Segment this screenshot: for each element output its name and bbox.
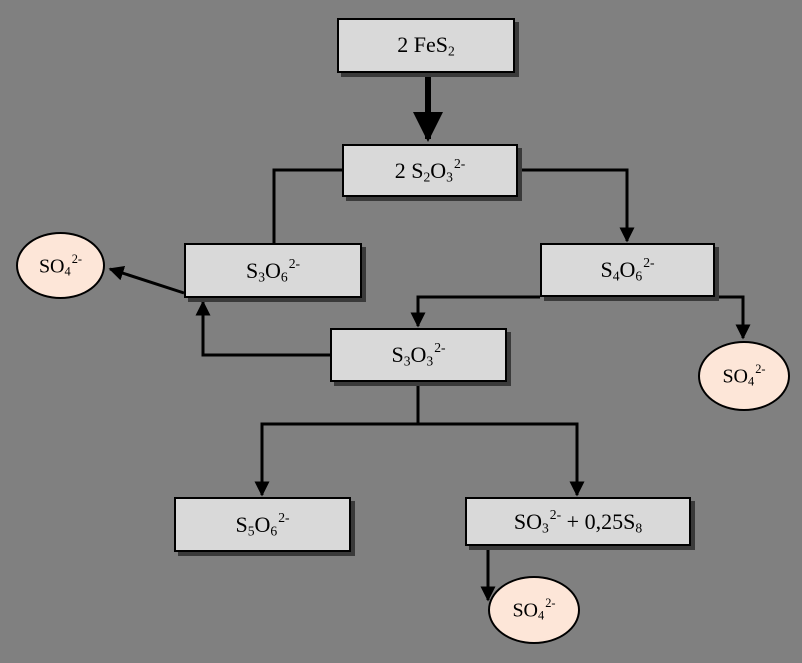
node-so4-right: SO42- (698, 341, 790, 411)
node-s3o6: S3O62- (184, 243, 362, 298)
edge-s4o6-to-so4-right (715, 295, 751, 340)
edge-s3o3-to-s3o6 (195, 300, 330, 357)
edge-s2o3-to-s4o6 (518, 168, 635, 243)
node-s5o6: S5O62- (174, 497, 351, 552)
node-so3-s8: SO32- + 0,25S8 (465, 497, 691, 546)
node-so4-bottom-label: SO42- (512, 596, 556, 623)
edge-s2o3-to-s3o6 (272, 168, 342, 243)
node-so4-left-label: SO42- (38, 251, 83, 279)
node-s2o3-label: 2 S2O32- (394, 155, 466, 185)
node-s3o3-label: S3O32- (391, 340, 446, 369)
node-fes2-label: 2 FeS2 (397, 31, 455, 59)
node-s5o6-label: S5O62- (235, 509, 290, 539)
node-s4o6-label: S4O62- (600, 255, 655, 284)
node-so4-bottom: SO42- (488, 576, 580, 644)
edge-s4o6-to-s3o3 (410, 295, 540, 328)
node-s3o3: S3O32- (330, 328, 507, 382)
node-so3-s8-label: SO32- + 0,25S8 (513, 506, 643, 536)
node-so4-left: SO42- (16, 232, 105, 299)
edge-s3o3-to-so3 (418, 422, 585, 497)
node-so4-right-label: SO42- (722, 362, 766, 389)
node-s4o6: S4O62- (540, 243, 715, 297)
node-fes2: 2 FeS2 (337, 18, 515, 73)
node-s3o6-label: S3O62- (245, 255, 301, 285)
node-s2o3: 2 S2O32- (342, 144, 518, 197)
edge-s3o6-to-so4-left (108, 266, 185, 295)
edge-s3o3-to-s5o6 (254, 382, 420, 497)
